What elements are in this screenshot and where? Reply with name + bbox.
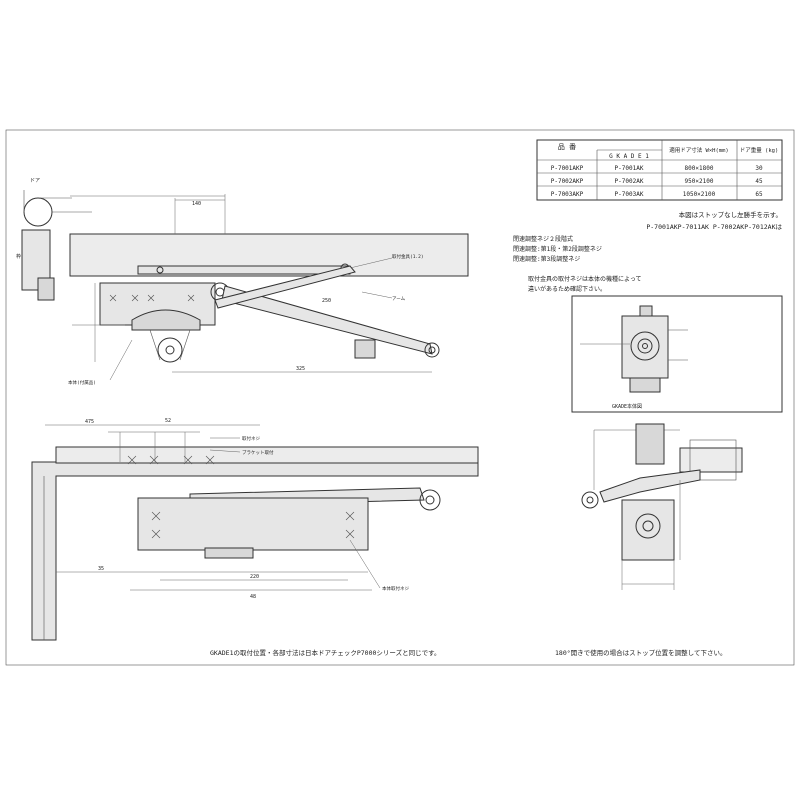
footer-note-right: 180°開きで使用の場合はストップ位置を調整して下さい。 — [555, 648, 726, 657]
table-cell: P-7002AKP — [551, 178, 584, 185]
table-cell: 45 — [755, 178, 763, 185]
note-line: 閉速調整:第3段調整ネジ — [513, 255, 580, 263]
table-cell: 65 — [755, 191, 763, 198]
note-line: 違いがあるため確認下さい。 — [528, 285, 606, 293]
table-cell: P-7003AK — [615, 191, 644, 198]
table-cell: P-7003AKP — [551, 191, 584, 198]
callout-screw: 取付ネジ — [242, 435, 260, 442]
label-frame: 枠 — [16, 253, 21, 260]
note-line: 閉速調整ネジ２段階式 — [513, 235, 573, 243]
table-cell: P-7001AKP — [551, 165, 584, 172]
note-line: 本図はストップなし左勝手を示す。 — [679, 210, 782, 219]
callout-bracket: 取付金具(1.2) — [392, 253, 424, 260]
callout-angle: ブラケット取付 — [242, 449, 274, 456]
table-cell: P-7001AK — [615, 165, 644, 172]
plan-view: 475 52 取付ネジ ブラケット取付 35 — [31, 418, 479, 641]
table-cell: 30 — [755, 165, 763, 172]
callout-body: 本体(付属品) — [68, 379, 96, 386]
dim-label: 325 — [296, 366, 305, 372]
table-header-size: 適用ドア寸法 W×H(mm) — [669, 146, 729, 154]
table-cell: 950×2100 — [685, 178, 714, 185]
dim-label: 475 — [85, 419, 94, 425]
dim-label: 48 — [250, 594, 256, 600]
dim-label: 52 — [165, 418, 171, 424]
notes-block: 本図はストップなし左勝手を示す。 P-7001AKP-7011AK P-7002… — [513, 210, 782, 293]
note-line: 閉速調整:第1段・第2段調整ネジ — [513, 245, 602, 253]
body-detail: GKADE本体図 — [571, 295, 783, 413]
label-door: ドア — [30, 178, 40, 184]
drawing-border — [5, 129, 795, 666]
table-header-part-no: 品 番 — [558, 143, 576, 151]
callout-arm: アーム — [392, 296, 406, 302]
callout-screw2: 本体取付ネジ — [382, 585, 409, 592]
note-line: 取付金具の取付ネジは本体の機種によって — [528, 275, 642, 283]
footer-note-left: GKADE1の取付位置・各部寸法は日本ドアチェックP7000シリーズと同じです。 — [210, 648, 440, 657]
side-view — [581, 423, 743, 590]
dim-label: 250 — [322, 298, 331, 304]
spec-table: 品 番 G K A D E 1 適用ドア寸法 W×H(mm) ドア重量 (kg)… — [536, 139, 783, 201]
dim-label: 220 — [250, 574, 259, 580]
dim-label: 140 — [192, 201, 201, 207]
elevation-view: ドア 枠 140 取付金具(1.2) — [16, 178, 469, 386]
table-header-weight: ドア重量 (kg) — [740, 146, 779, 154]
table-cell: 800×1800 — [685, 165, 714, 172]
table-cell: P-7002AK — [615, 178, 644, 185]
dim-label: 35 — [98, 566, 104, 572]
note-line: P-7001AKP-7011AK P-7002AKP-7012AKは — [646, 223, 782, 231]
table-cell: 1050×2100 — [683, 191, 716, 198]
table-subheader: G K A D E 1 — [609, 153, 649, 160]
detail-label: GKADE本体図 — [612, 403, 642, 410]
